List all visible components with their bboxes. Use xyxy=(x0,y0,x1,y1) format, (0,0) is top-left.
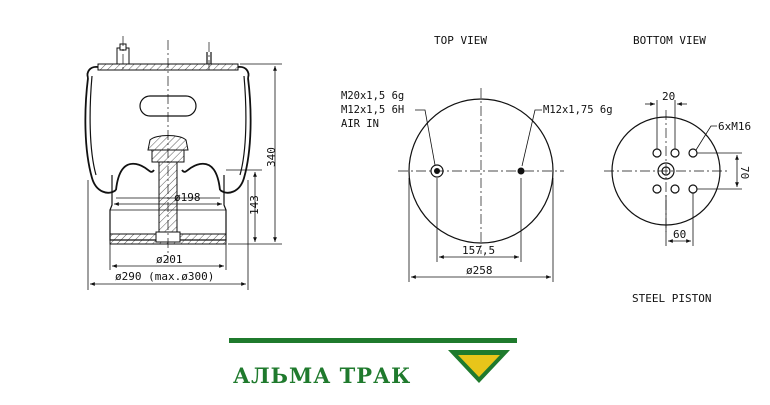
dim-bolt-spacing-top: 20 xyxy=(662,90,675,103)
top-view xyxy=(398,88,564,282)
steel-piston-label: STEEL PISTON xyxy=(632,292,711,305)
dim-bolt-spacing-side: 70 xyxy=(738,166,751,179)
dim-height-total: 340 xyxy=(265,147,278,167)
dim-bolt-spacing-bottom: 60 xyxy=(673,228,686,241)
bottom-view-title: BOTTOM VIEW xyxy=(633,34,706,47)
logo-text: АЛЬМА ТРАК xyxy=(233,363,411,388)
side-view xyxy=(84,36,282,290)
thread-air-1: M20x1,5 6g xyxy=(341,90,404,102)
dim-plate-diameter: ø258 xyxy=(466,264,493,277)
dim-dia-bellow: ø290 (max.ø300) xyxy=(115,270,214,283)
bottom-view xyxy=(604,100,742,246)
thread-bottom: 6xM16 xyxy=(718,120,751,133)
dim-bolt-distance: 157,5 xyxy=(462,244,495,257)
top-view-title: TOP VIEW xyxy=(434,34,487,47)
thread-right: M12x1,75 6g xyxy=(543,104,613,116)
dim-height-piston: 143 xyxy=(248,195,261,215)
dim-dia-piston-lower: ø201 xyxy=(156,253,183,266)
company-logo xyxy=(229,338,517,383)
thread-air-2: M12x1,5 6H xyxy=(341,104,404,116)
logo-bar xyxy=(229,338,517,343)
air-in-label: AIR IN xyxy=(341,118,379,130)
dim-dia-piston-upper: ø198 xyxy=(174,191,201,204)
